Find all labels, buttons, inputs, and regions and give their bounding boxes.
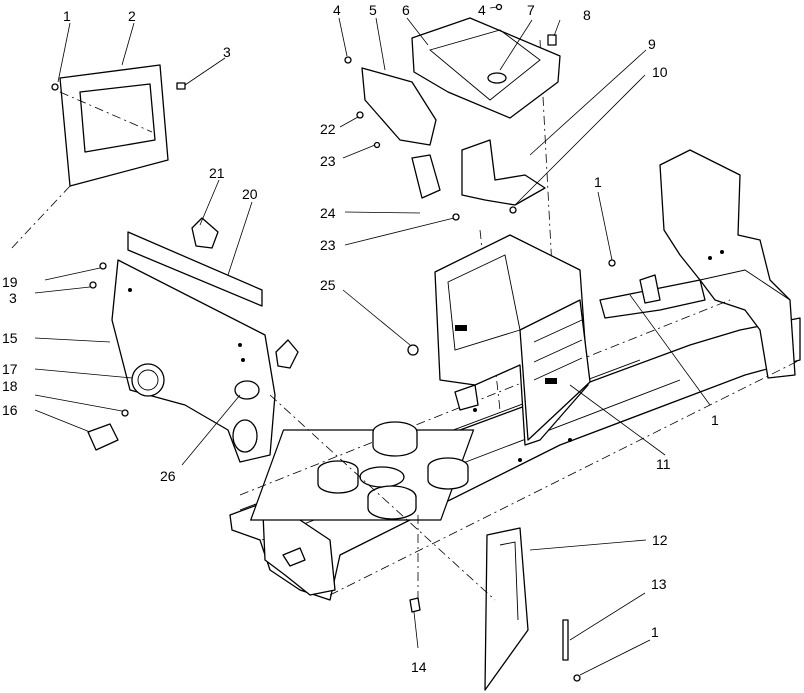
callout-2: 2: [128, 8, 136, 24]
callout-22: 22: [320, 121, 336, 137]
callout-9: 9: [648, 36, 656, 52]
callout-10: 10: [652, 64, 668, 80]
part-24-relay: [411, 154, 441, 199]
hardware: [51, 3, 616, 682]
callout-4: 4: [333, 2, 341, 18]
leader-lines: [34, 6, 711, 676]
callout-23: 23: [320, 153, 336, 169]
callout-7: 7: [527, 2, 535, 18]
callout-19: 19: [2, 274, 18, 290]
callout-12: 12: [652, 532, 668, 548]
callout-3-b: 3: [9, 290, 17, 306]
callout-11: 11: [656, 456, 671, 472]
callout-4-b: 4: [478, 2, 486, 18]
callout-8: 8: [583, 7, 591, 23]
callout-17: 17: [2, 361, 18, 377]
callouts: 1 2 3 4 5 6 4 7 8 9 10 22 23 21 20 1 24 …: [2, 2, 719, 675]
callout-3: 3: [223, 44, 231, 60]
callout-1: 1: [63, 8, 71, 24]
part-2-cover-plate: [9, 64, 169, 251]
callout-1-b: 1: [594, 174, 602, 190]
callout-1-d: 1: [651, 624, 659, 640]
callout-5: 5: [369, 2, 377, 18]
part-15-side-panel: [111, 217, 299, 463]
callout-24: 24: [320, 205, 336, 221]
part-12-plate: [484, 527, 529, 691]
callout-14: 14: [411, 659, 427, 675]
part-6-box: [411, 17, 561, 119]
callout-6: 6: [402, 2, 410, 18]
main-frame: [229, 39, 801, 601]
callout-21: 21: [209, 165, 225, 181]
part-5-bracket: [361, 67, 437, 146]
callout-15: 15: [2, 330, 18, 346]
callout-25: 25: [320, 277, 336, 293]
callout-13: 13: [651, 576, 667, 592]
callout-16: 16: [2, 402, 18, 418]
part-11-console: [434, 234, 591, 446]
callout-20: 20: [242, 186, 258, 202]
callout-23-b: 23: [320, 237, 336, 253]
part-16-plug: [87, 423, 119, 451]
callout-18: 18: [2, 378, 18, 394]
part-9-bracket: [461, 139, 546, 206]
callout-1-c: 1: [711, 412, 719, 428]
callout-26: 26: [160, 468, 176, 484]
